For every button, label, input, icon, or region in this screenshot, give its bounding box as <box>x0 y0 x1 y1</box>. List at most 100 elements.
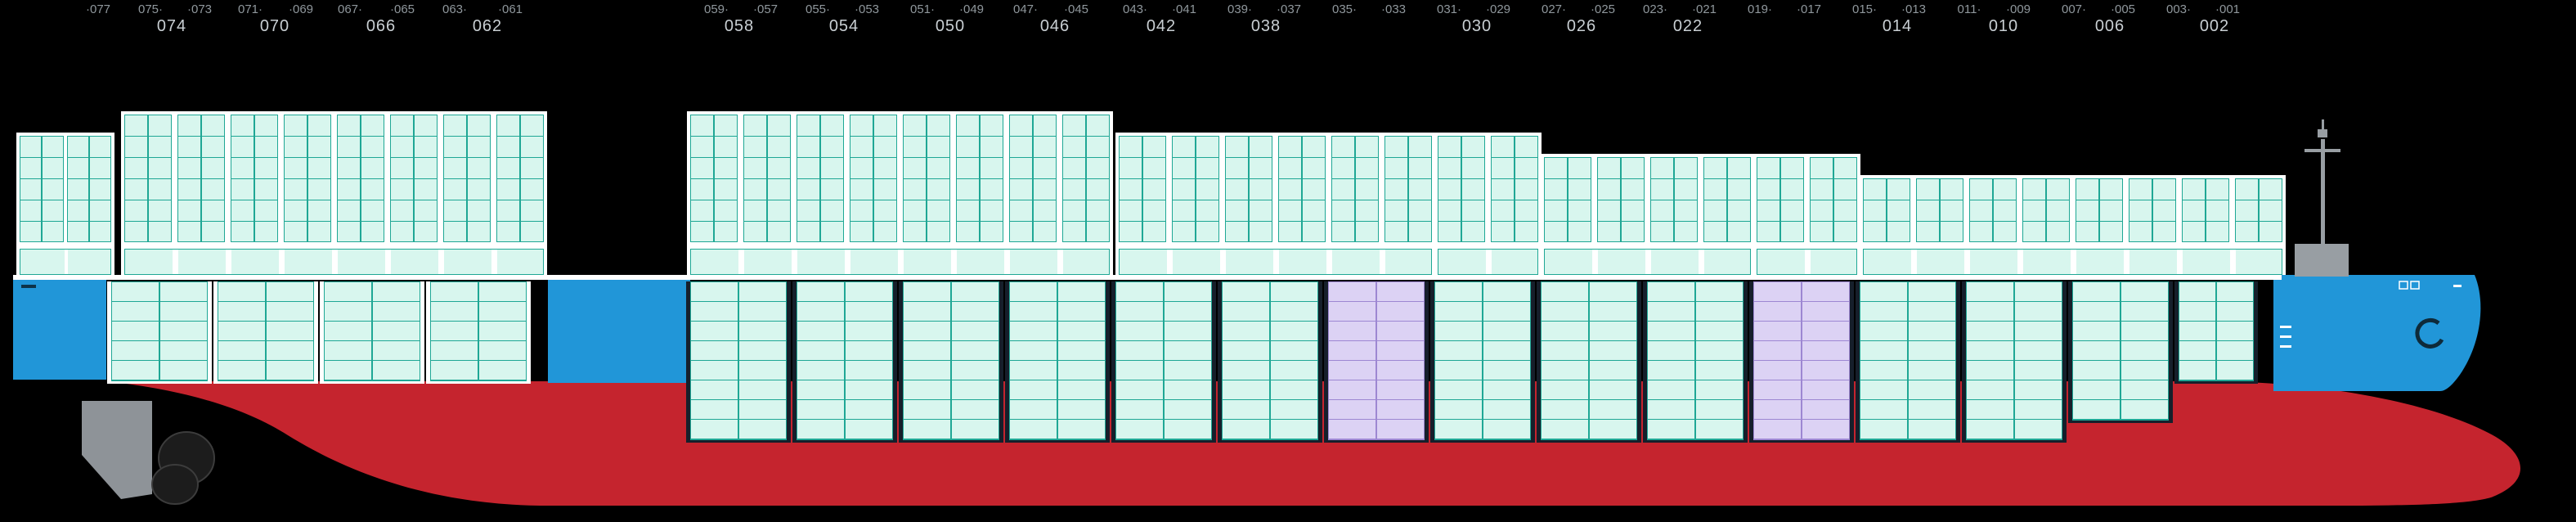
deck-lower-tier[interactable] <box>124 249 544 275</box>
deck-stack[interactable] <box>1969 178 2017 242</box>
hold-stack-bay-050[interactable] <box>903 281 999 440</box>
deck-stack[interactable] <box>1225 136 1272 242</box>
deck-stack[interactable] <box>2076 178 2123 242</box>
deck-lower-tier[interactable] <box>1757 249 1857 275</box>
hold-stack-bay-042[interactable] <box>1115 281 1212 440</box>
bay-even-label[interactable]: 070 <box>259 17 290 35</box>
hold-stack-bay-046[interactable] <box>1009 281 1106 440</box>
bay-even-label[interactable]: 006 <box>2094 17 2125 35</box>
hold-bay-058 <box>686 281 791 443</box>
deck-stack[interactable] <box>20 136 64 242</box>
deck-stack[interactable] <box>2182 178 2229 242</box>
deck-stack[interactable] <box>1916 178 1963 242</box>
bay-even-label[interactable]: 042 <box>1146 17 1177 35</box>
bay-odd-label: ·005 <box>2110 2 2136 16</box>
deck-stack[interactable] <box>2129 178 2176 242</box>
bay-even-label[interactable]: 054 <box>828 17 859 35</box>
deck-stack[interactable] <box>1597 157 1645 242</box>
deck-lower-tier[interactable] <box>1438 249 1538 275</box>
deck-stack[interactable] <box>1331 136 1379 242</box>
deck-stack[interactable] <box>337 115 384 242</box>
deck-lower-tier[interactable] <box>1863 249 2282 275</box>
hold-stack-bay-054[interactable] <box>797 281 893 440</box>
hold-stack-bay-062[interactable] <box>430 281 527 381</box>
bay-odd-label: ·061 <box>497 2 523 16</box>
deck-stack[interactable] <box>690 115 738 242</box>
deck-lower-tier[interactable] <box>1119 249 1432 275</box>
deck-lower-tier[interactable] <box>690 249 1110 275</box>
deck-stack[interactable] <box>1438 136 1485 242</box>
deck-stack[interactable] <box>743 115 791 242</box>
draft-marks <box>2280 326 2291 348</box>
deck-stack[interactable] <box>443 115 491 242</box>
deck-stack[interactable] <box>124 115 172 242</box>
hold-bay-042 <box>1111 281 1216 443</box>
deck-stack[interactable] <box>2022 178 2070 242</box>
deck-stack[interactable] <box>284 115 331 242</box>
deck-lower-tier[interactable] <box>1544 249 1751 275</box>
bay-even-label[interactable]: 026 <box>1566 17 1597 35</box>
bay-even-label[interactable]: 002 <box>2199 17 2230 35</box>
deck-stack[interactable] <box>1384 136 1432 242</box>
hold-stack-bay-030[interactable] <box>1434 281 1531 440</box>
bay-even-label[interactable]: 074 <box>156 17 187 35</box>
deck-stack[interactable] <box>956 115 1003 242</box>
deck-stack[interactable] <box>797 115 844 242</box>
stern-deck-mark <box>21 285 36 288</box>
bay-even-label[interactable]: 050 <box>935 17 966 35</box>
hold-stack-bay-058[interactable] <box>690 281 787 440</box>
deck-stack[interactable] <box>1544 157 1591 242</box>
hold-stack-bay-010[interactable] <box>1966 281 2062 440</box>
deck-stack[interactable] <box>903 115 950 242</box>
bay-even-label[interactable]: 022 <box>1672 17 1703 35</box>
hold-bay-018 <box>1749 281 1854 443</box>
hold-bay-022 <box>1643 281 1748 443</box>
hold-bay-010 <box>1962 281 2067 443</box>
deck-stack[interactable] <box>1650 157 1698 242</box>
deck-stack[interactable] <box>177 115 225 242</box>
bow-mast-pole <box>2321 139 2325 245</box>
deck-stack[interactable] <box>67 136 111 242</box>
deck-stack[interactable] <box>1757 157 1804 242</box>
bay-even-label[interactable]: 066 <box>366 17 397 35</box>
bay-odd-label: 023· <box>1642 2 1668 16</box>
deck-stack[interactable] <box>1863 178 1910 242</box>
bay-odd-label: ·017 <box>1796 2 1822 16</box>
deck-stack[interactable] <box>1119 136 1166 242</box>
hold-stack-bay-074[interactable] <box>111 281 208 381</box>
deck-stack[interactable] <box>1703 157 1751 242</box>
deck-stack[interactable] <box>1491 136 1538 242</box>
deck-stack[interactable] <box>2235 178 2282 242</box>
deck-stack[interactable] <box>496 115 544 242</box>
deck-lower-tier[interactable] <box>20 249 111 275</box>
hold-bay-066 <box>320 281 424 384</box>
bay-odd-label: ·041 <box>1171 2 1197 16</box>
hull-blue-bow <box>2273 275 2481 391</box>
deck-stack[interactable] <box>1009 115 1057 242</box>
bay-even-label[interactable]: 058 <box>724 17 755 35</box>
hold-stack-bay-034[interactable] <box>1328 281 1425 440</box>
hold-stack-bay-070[interactable] <box>218 281 314 381</box>
bay-even-label[interactable]: 014 <box>1882 17 1913 35</box>
deck-stack[interactable] <box>231 115 278 242</box>
deck-stack[interactable] <box>1062 115 1110 242</box>
bay-even-label[interactable]: 062 <box>472 17 503 35</box>
hold-bay-050 <box>899 281 1003 443</box>
hold-stack-bay-018[interactable] <box>1753 281 1850 440</box>
deck-stack[interactable] <box>850 115 897 242</box>
hold-stack-bay-022[interactable] <box>1647 281 1744 440</box>
hold-stack-bay-002[interactable] <box>2179 281 2254 381</box>
deck-stack[interactable] <box>390 115 438 242</box>
bay-even-label[interactable]: 046 <box>1039 17 1070 35</box>
bay-even-label[interactable]: 010 <box>1988 17 2019 35</box>
deck-stack[interactable] <box>1172 136 1219 242</box>
bay-even-label[interactable]: 030 <box>1461 17 1492 35</box>
hold-stack-bay-026[interactable] <box>1541 281 1637 440</box>
deck-stack[interactable] <box>1278 136 1326 242</box>
hold-stack-bay-014[interactable] <box>1860 281 1956 440</box>
hold-stack-bay-006[interactable] <box>2072 281 2169 421</box>
bay-even-label[interactable]: 038 <box>1250 17 1281 35</box>
deck-stack[interactable] <box>1810 157 1857 242</box>
hold-stack-bay-066[interactable] <box>324 281 420 381</box>
hold-stack-bay-038[interactable] <box>1222 281 1318 440</box>
